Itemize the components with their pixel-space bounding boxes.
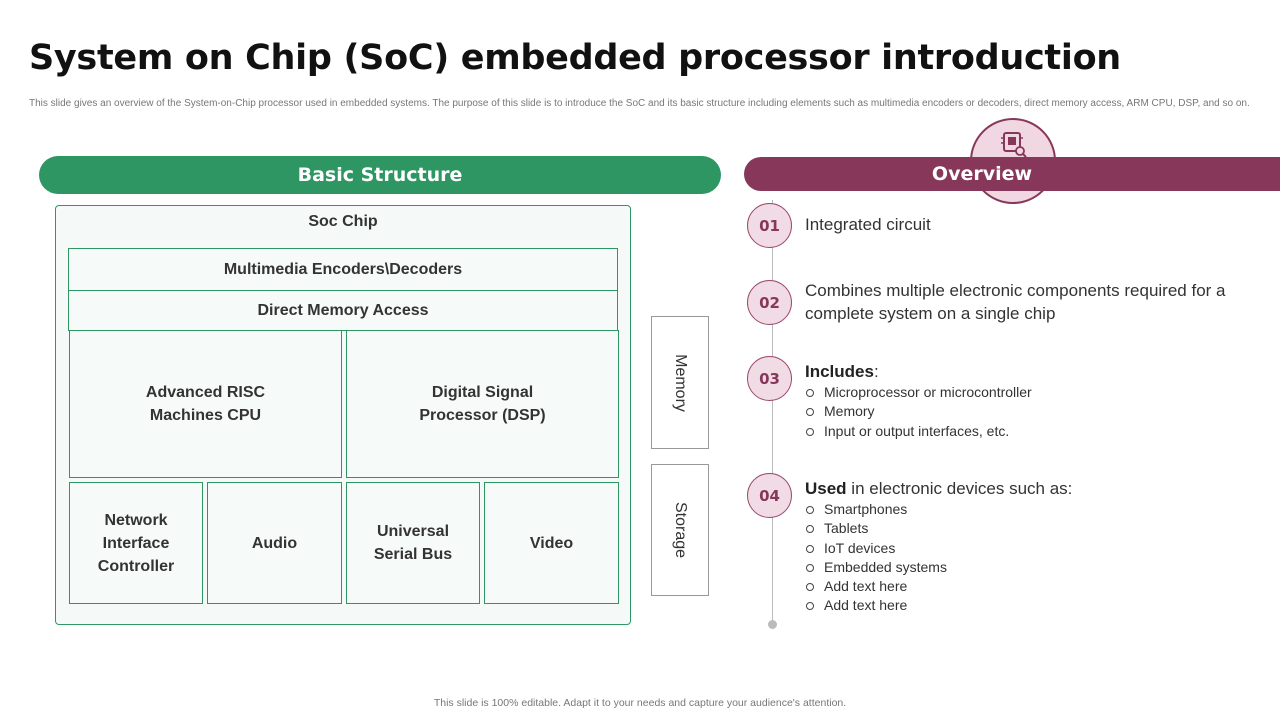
item-number-01: 01: [747, 203, 792, 248]
item-04-bold: Used: [805, 479, 847, 498]
item-text-01: Integrated circuit: [805, 215, 931, 234]
footer-note: This slide is 100% editable. Adapt it to…: [433, 697, 847, 709]
list-item: Add text here: [806, 596, 947, 615]
dsp-box: Digital Signal Processor (DSP): [346, 330, 619, 478]
item-03-bold: Includes: [805, 362, 874, 381]
multimedia-label: Multimedia Encoders\Decoders: [223, 261, 463, 278]
list-item: Smartphones: [806, 500, 947, 519]
overview-header: Overview: [744, 157, 1280, 191]
storage-box: Storage: [651, 464, 709, 596]
list-item: Memory: [806, 402, 1032, 421]
video-box: Video: [484, 482, 619, 604]
dma-box: Direct Memory Access: [68, 290, 618, 331]
soc-chip-label: Soc Chip: [308, 213, 378, 230]
slide-subtitle: This slide gives an overview of the Syst…: [29, 98, 1250, 109]
item-number-04: 04: [747, 473, 792, 518]
item-03-rest: :: [873, 362, 879, 381]
usb-label: Universal Serial Bus: [373, 523, 453, 563]
dsp-label: Digital Signal Processor (DSP): [419, 384, 546, 424]
audio-box: Audio: [207, 482, 342, 604]
basic-structure-header: Basic Structure: [39, 156, 721, 194]
memory-label: Memory: [672, 353, 689, 412]
item-text-04: Used in electronic devices such as:: [805, 477, 1072, 500]
cpu-label: Advanced RISC Machines CPU: [145, 384, 266, 424]
list-item: Input or output interfaces, etc.: [806, 422, 1032, 441]
item-04-sublist: Smartphones Tablets IoT devices Embedded…: [806, 500, 947, 616]
slide-title: System on Chip (SoC) embedded processor …: [29, 38, 1121, 78]
network-label: Network Interface Controller: [97, 511, 175, 575]
item-text-02: Combines multiple electronic components …: [805, 281, 1226, 323]
item-03-sublist: Microprocessor or microcontroller Memory…: [806, 383, 1032, 441]
usb-box: Universal Serial Bus: [346, 482, 480, 604]
list-item: Embedded systems: [806, 558, 947, 577]
storage-label: Storage: [672, 501, 690, 559]
item-number-02: 02: [747, 280, 792, 325]
cpu-box: Advanced RISC Machines CPU: [69, 330, 342, 478]
timeline-end-dot: [768, 620, 777, 629]
video-label: Video: [529, 534, 574, 552]
dma-label: Direct Memory Access: [257, 302, 429, 319]
item-text-03: Includes:: [805, 360, 879, 383]
list-item: Microprocessor or microcontroller: [806, 383, 1032, 402]
list-item: IoT devices: [806, 539, 947, 558]
timeline-line: [772, 200, 773, 624]
memory-box: Memory: [651, 316, 709, 449]
item-number-03: 03: [747, 356, 792, 401]
audio-label: Audio: [251, 534, 298, 552]
list-item: Tablets: [806, 519, 947, 538]
network-box: Network Interface Controller: [69, 482, 203, 604]
item-04-rest: in electronic devices such as:: [846, 479, 1073, 498]
multimedia-encoders-box: Multimedia Encoders\Decoders: [68, 248, 618, 291]
list-item: Add text here: [806, 577, 947, 596]
